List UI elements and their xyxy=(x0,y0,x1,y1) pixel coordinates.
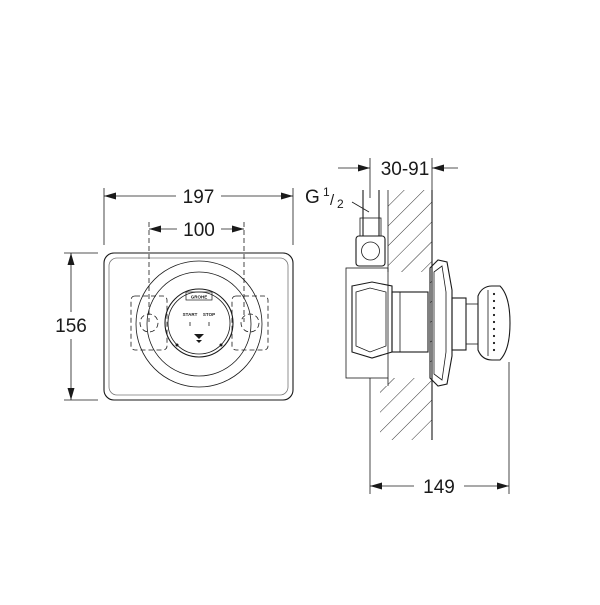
svg-text:/: / xyxy=(330,192,335,209)
push-button xyxy=(164,288,234,358)
svg-text:2: 2 xyxy=(337,197,344,211)
right-fixing-hidden xyxy=(240,313,260,333)
brand-text: GROHE xyxy=(191,295,208,300)
start-label: START xyxy=(183,312,198,317)
stop-label: STOP xyxy=(203,312,215,317)
svg-text:1: 1 xyxy=(323,185,330,199)
dim-width-label: 197 xyxy=(183,187,215,208)
valve-body-inner xyxy=(355,287,387,353)
brand-logo xyxy=(185,291,213,301)
side-view: 30-91 G 1 / 2 149 xyxy=(305,158,511,498)
svg-text:G: G xyxy=(305,187,320,208)
cover-plate-inner-edge xyxy=(108,257,289,396)
actuator-stem xyxy=(451,297,467,351)
left-fixing-hidden xyxy=(139,313,159,333)
right-bracket-hidden xyxy=(231,295,269,351)
cover-plate xyxy=(103,252,294,401)
dim-depth-range-30-91: 30-91 xyxy=(338,158,458,198)
left-bracket-hidden xyxy=(130,295,168,351)
flow-arrow-icon xyxy=(194,334,204,339)
dim-height-label: 156 xyxy=(55,316,87,337)
dim-spacing-100: 100 xyxy=(148,220,245,322)
dim-height-156: 156 xyxy=(55,252,98,401)
dim-width-197: 197 xyxy=(103,187,294,245)
supply-pipe-connector xyxy=(355,235,386,267)
button-dot-right xyxy=(219,343,223,347)
connector-nut xyxy=(361,241,380,261)
knurl-dots xyxy=(492,292,496,352)
button-dot-left xyxy=(175,343,179,347)
dim-depth-range-label: 30-91 xyxy=(381,159,430,180)
outer-ring xyxy=(135,260,263,388)
dim-total-depth-label: 149 xyxy=(423,477,455,498)
pipe-fitting xyxy=(359,217,382,237)
dim-spacing-label: 100 xyxy=(183,220,215,241)
push-button-profile xyxy=(477,285,511,361)
middle-ring xyxy=(146,271,252,377)
valve-cartridge xyxy=(391,291,429,353)
front-view: GROHE START STOP 197 100 xyxy=(55,187,294,401)
cover-plate-profile xyxy=(429,259,453,387)
thread-size-label: G 1 / 2 xyxy=(305,185,370,213)
flow-arrow-icon-2 xyxy=(196,340,202,343)
dim-total-depth-149: 149 xyxy=(369,362,510,498)
mounting-box xyxy=(345,267,389,379)
